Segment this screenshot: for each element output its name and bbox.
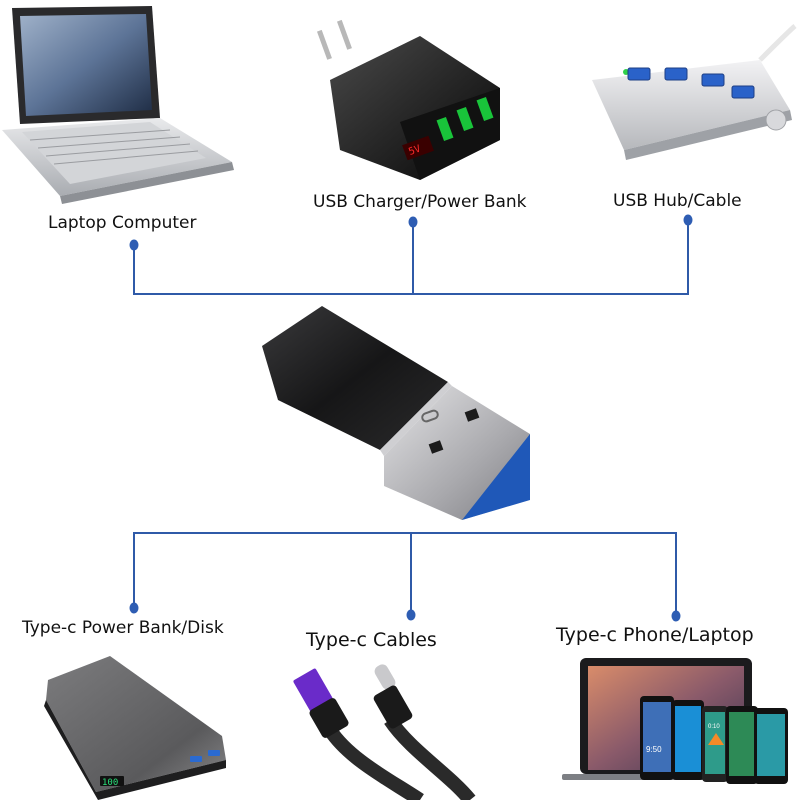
label-usb-hub: USB Hub/Cable [613,191,742,211]
label-type-c-phone-laptop: Type-c Phone/Laptop [556,624,754,646]
bottom-dot-powerbank [129,602,139,614]
label-type-c-power-bank: Type-c Power Bank/Disk [22,618,224,638]
top-dot-charger [408,216,418,228]
top-dot-laptop [129,239,139,251]
svg-text:5V: 5V [407,144,422,158]
phone-time: 9:50 [646,745,662,754]
label-usb-charger: USB Charger/Power Bank [313,192,527,212]
phone-time-2: 0:10 [708,724,720,730]
bottom-dot-cables [406,609,416,621]
label-type-c-cables: Type-c Cables [306,629,437,651]
label-laptop-computer: Laptop Computer [48,213,197,233]
bottom-dot-phone [671,610,681,622]
top-dot-hub [683,214,693,226]
power-bank-display: 100 [102,778,118,788]
